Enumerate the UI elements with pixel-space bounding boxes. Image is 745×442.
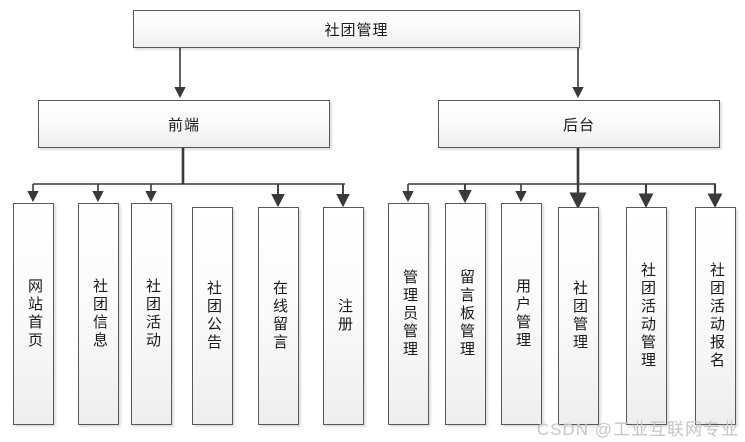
node-root-label: 社团管理	[324, 22, 389, 39]
node-frontend-leaf-4-label: 社团公告	[205, 280, 221, 352]
node-backend-leaf-6[interactable]: 社团活动报名	[695, 207, 736, 425]
node-frontend-leaf-2[interactable]: 社团信息	[78, 203, 119, 425]
node-backend-label: 后台	[562, 117, 595, 134]
node-backend-leaf-2-label: 留言板管理	[458, 269, 474, 359]
node-frontend-leaf-6-label: 注册	[336, 298, 352, 334]
node-frontend-leaf-4[interactable]: 社团公告	[192, 207, 233, 425]
node-backend-leaf-4-label: 社团管理	[571, 280, 587, 352]
edge-backend-trunk	[408, 148, 716, 185]
node-backend-leaf-6-label: 社团活动报名	[708, 262, 724, 370]
node-backend-leaf-2[interactable]: 留言板管理	[445, 203, 486, 425]
node-backend-leaf-5-label: 社团活动管理	[639, 262, 655, 370]
node-frontend-leaf-2-label: 社团信息	[91, 278, 107, 350]
node-backend-leaf-5[interactable]: 社团活动管理	[626, 207, 667, 425]
node-frontend-label: 前端	[167, 117, 200, 134]
node-backend-leaf-3[interactable]: 用户管理	[501, 203, 542, 425]
node-frontend-leaf-3[interactable]: 社团活动	[131, 203, 172, 425]
node-frontend-leaf-5[interactable]: 在线留言	[258, 207, 299, 425]
node-frontend[interactable]: 前端	[38, 100, 330, 148]
node-root[interactable]: 社团管理	[133, 10, 580, 48]
node-backend-leaf-4[interactable]: 社团管理	[558, 207, 599, 425]
edge-frontend-trunk	[33, 148, 345, 185]
node-backend[interactable]: 后台	[438, 100, 720, 148]
node-backend-leaf-3-label: 用户管理	[514, 278, 530, 350]
node-frontend-leaf-6[interactable]: 注册	[323, 207, 364, 425]
node-frontend-leaf-1[interactable]: 网站首页	[13, 203, 54, 425]
node-frontend-leaf-1-label: 网站首页	[26, 278, 42, 350]
node-backend-leaf-1[interactable]: 管理员管理	[388, 203, 429, 425]
node-frontend-leaf-5-label: 在线留言	[271, 280, 287, 352]
node-backend-leaf-1-label: 管理员管理	[401, 269, 417, 359]
node-frontend-leaf-3-label: 社团活动	[144, 278, 160, 350]
